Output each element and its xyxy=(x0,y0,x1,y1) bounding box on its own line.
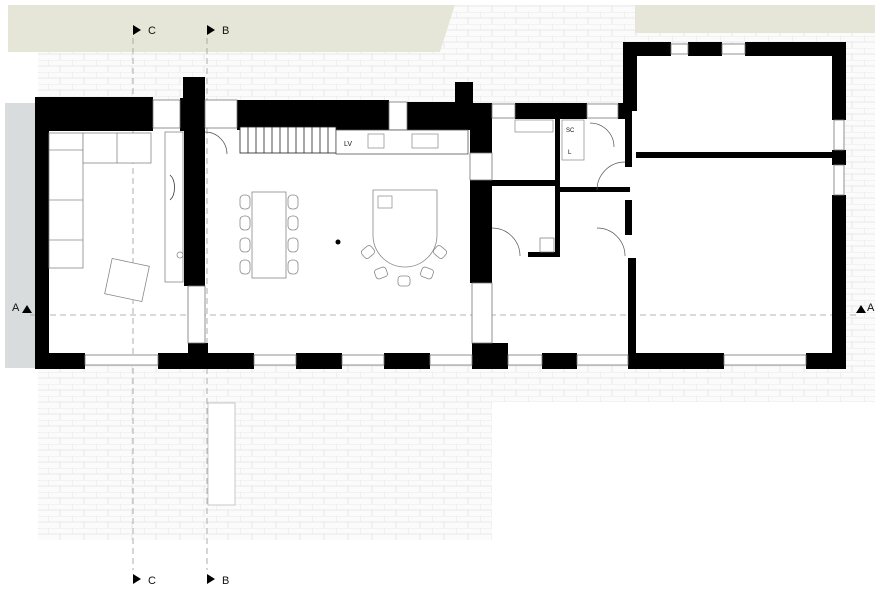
stair xyxy=(239,126,337,154)
living-furniture xyxy=(48,131,184,303)
terrace-slab xyxy=(207,402,236,506)
sink-label: LV xyxy=(344,141,352,148)
windows xyxy=(84,43,845,366)
kitchen-counter: LV xyxy=(335,129,469,155)
floor-interior-right xyxy=(630,48,840,362)
svg-text:C: C xyxy=(148,25,156,37)
svg-text:B: B xyxy=(222,575,229,587)
section-lines xyxy=(30,38,858,570)
section-marker-c-bottom: C xyxy=(133,574,156,587)
svg-text:A: A xyxy=(867,302,875,314)
svg-text:A: A xyxy=(12,302,20,314)
service-rooms: SC L xyxy=(514,119,585,161)
laundry-label: L xyxy=(568,150,572,156)
side-strip xyxy=(5,103,37,368)
ground-area xyxy=(8,5,455,52)
walls xyxy=(35,42,846,369)
section-marker-b-bottom: B xyxy=(207,574,229,587)
wc-label: SC xyxy=(566,128,575,134)
ground-area-right xyxy=(635,5,875,33)
dining-set xyxy=(239,191,341,279)
section-marker-a-left: A xyxy=(12,302,32,314)
svg-text:B: B xyxy=(222,25,229,37)
svg-text:C: C xyxy=(148,575,156,587)
doors xyxy=(204,122,626,257)
section-markers: C B C B A A xyxy=(12,25,875,587)
section-marker-a-right: A xyxy=(856,302,875,314)
kitchen-island xyxy=(361,189,447,287)
section-marker-c-top: C xyxy=(133,25,156,37)
section-marker-b-top: B xyxy=(207,25,229,37)
